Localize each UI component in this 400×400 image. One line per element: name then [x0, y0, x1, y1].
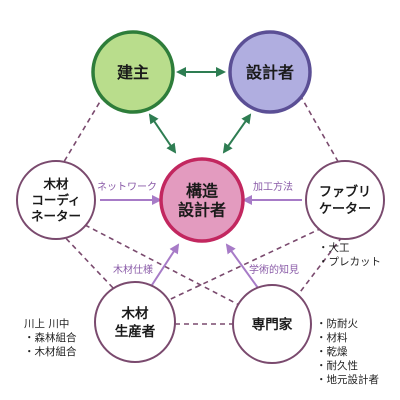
fabricator-notes: ・大工 ・プレカット	[318, 241, 381, 269]
arrow-expert-structural	[225, 243, 259, 289]
producer-note-item: ・森林組合	[24, 332, 77, 344]
designer-label-line: 設計者	[246, 63, 294, 82]
node-client: 建主	[91, 30, 175, 114]
structural-designer-label-line: 設計者	[178, 200, 226, 219]
expert-note-item: ・地元設計者	[316, 374, 379, 386]
node-client-label: 建主	[117, 63, 149, 82]
node-timber-producer-label: 木材生産者	[115, 305, 156, 340]
timber-producer-label-line: 生産者	[115, 323, 156, 340]
dashed-link-fabricator-producer	[157, 227, 323, 306]
expert-note-item: ・乾燥	[316, 346, 348, 358]
producer-note-item: 川上 川中	[24, 318, 70, 330]
arrow-label-processing: 加工方法	[253, 180, 293, 193]
node-structural-designer-label: 構造設計者	[178, 181, 226, 219]
arrow-producer-structural	[149, 243, 180, 289]
wood-coordinator-label-line: 木材	[42, 177, 69, 192]
producer-notes: 川上 川中 ・森林組合 ・木材組合	[24, 317, 77, 359]
fabricator-label-line: ファブリ	[319, 184, 371, 200]
dashed-link-designer-fabricator	[299, 94, 341, 166]
producer-note-item: ・木材組合	[24, 346, 77, 358]
client-label-line: 建主	[117, 63, 149, 82]
dashed-link-fabricator-expert	[293, 236, 343, 301]
node-designer: 設計者	[228, 30, 312, 114]
node-designer-label: 設計者	[246, 63, 294, 82]
node-expert-label: 専門家	[252, 316, 293, 333]
fabricator-note-item: ・プレカット	[318, 256, 381, 268]
node-structural-designer: 構造設計者	[159, 157, 245, 243]
expert-note-item: ・材料	[316, 332, 348, 344]
node-wood-coordinator: 木材コーディネーター	[16, 160, 96, 240]
fabricator-label-line: ケーター	[319, 202, 371, 217]
dashed-link-coordinator-producer	[59, 231, 116, 291]
dashed-link-client-coordinator	[61, 94, 105, 166]
node-fabricator-label: ファブリケーター	[319, 184, 371, 217]
timber-producer-label-line: 木材	[121, 305, 149, 322]
arrow-client-structural	[148, 113, 177, 154]
expert-note-item: ・防耐火	[316, 318, 358, 330]
wood-coordinator-label-line: コーディ	[31, 193, 80, 208]
node-fabricator: ファブリケーター	[305, 160, 385, 240]
wood-coordinator-label-line: ネーター	[31, 209, 81, 224]
arrow-designer-structural	[222, 113, 252, 154]
fabricator-note-item: ・大工	[318, 242, 350, 254]
arrow-label-academic: 学術的知見	[249, 263, 299, 276]
node-wood-coordinator-label: 木材コーディネーター	[31, 177, 81, 224]
structural-designer-label-line: 構造	[186, 181, 219, 200]
expert-label-line: 専門家	[252, 316, 293, 333]
expert-note-item: ・耐久性	[316, 360, 358, 372]
arrow-label-network: ネットワーク	[97, 181, 157, 193]
node-expert: 専門家	[232, 284, 312, 364]
arrow-label-timber-spec: 木材仕様	[113, 263, 153, 276]
node-timber-producer: 木材生産者	[94, 281, 176, 363]
expert-notes: ・防耐火 ・材料 ・乾燥 ・耐久性 ・地元設計者	[316, 317, 379, 387]
